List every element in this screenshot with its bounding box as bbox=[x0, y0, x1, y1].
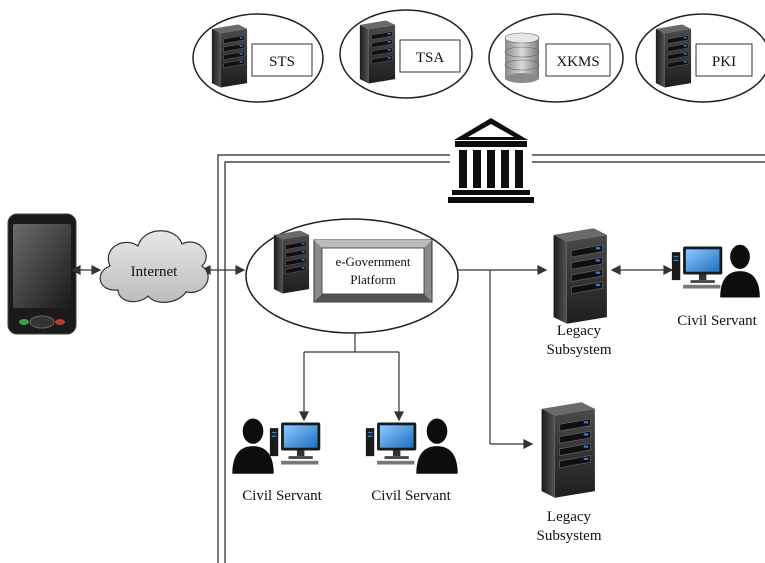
computer-icon bbox=[269, 422, 321, 465]
legacy-subsystem-1: Legacy Subsystem bbox=[546, 227, 612, 358]
government-boundary bbox=[217, 154, 765, 563]
connector-legacy-civil-servant bbox=[610, 265, 674, 275]
smartphone-icon bbox=[7, 213, 77, 335]
person-icon bbox=[720, 244, 760, 298]
connector-platform-legacy bbox=[458, 265, 548, 449]
connector-platform-civil-servants bbox=[299, 333, 404, 422]
legacy-subsystem-label-line2: Subsystem bbox=[546, 342, 611, 358]
server-tower-icon bbox=[655, 24, 692, 88]
service-xkms: XKMS bbox=[488, 13, 624, 103]
egov-platform: e-Government Platform bbox=[245, 218, 459, 334]
server-tower-icon bbox=[273, 230, 310, 294]
person-icon bbox=[232, 418, 274, 474]
internet-label: Internet bbox=[131, 264, 178, 280]
service-pki: PKI bbox=[635, 13, 765, 103]
service-sts: STS bbox=[192, 13, 324, 103]
server-tower-icon bbox=[552, 227, 608, 325]
legacy-subsystem-label-line1: Legacy bbox=[547, 509, 592, 525]
legacy-subsystem-label-line2: Subsystem bbox=[536, 528, 601, 544]
platform-label-line2: Platform bbox=[350, 272, 396, 287]
server-tower-icon bbox=[211, 24, 248, 88]
computer-icon bbox=[365, 422, 417, 465]
internet-cloud: Internet bbox=[99, 230, 209, 303]
civil-servant-center: Civil Servant bbox=[365, 418, 458, 504]
civil-servant-right: Civil Servant bbox=[671, 244, 760, 329]
server-tower-icon bbox=[359, 20, 396, 84]
service-tsa: TSA bbox=[339, 9, 473, 99]
connector-internet-platform bbox=[200, 265, 246, 275]
service-label-tsa: TSA bbox=[416, 50, 445, 66]
government-building-icon bbox=[448, 118, 534, 203]
connector-phone-internet bbox=[70, 265, 102, 275]
service-label-sts: STS bbox=[269, 54, 295, 70]
service-label-xkms: XKMS bbox=[556, 54, 599, 70]
platform-label-line1: e-Government bbox=[335, 254, 410, 269]
server-tower-icon bbox=[540, 401, 596, 499]
computer-icon bbox=[671, 246, 723, 289]
database-icon bbox=[504, 32, 540, 83]
legacy-subsystem-label-line1: Legacy bbox=[557, 323, 602, 339]
civil-servant-label: Civil Servant bbox=[371, 488, 451, 504]
service-label-pki: PKI bbox=[712, 54, 736, 70]
civil-servant-label: Civil Servant bbox=[242, 488, 322, 504]
person-icon bbox=[416, 418, 458, 474]
legacy-subsystem-2: Legacy Subsystem bbox=[536, 401, 602, 544]
civil-servant-left: Civil Servant bbox=[232, 418, 323, 504]
civil-servant-label: Civil Servant bbox=[677, 313, 757, 329]
